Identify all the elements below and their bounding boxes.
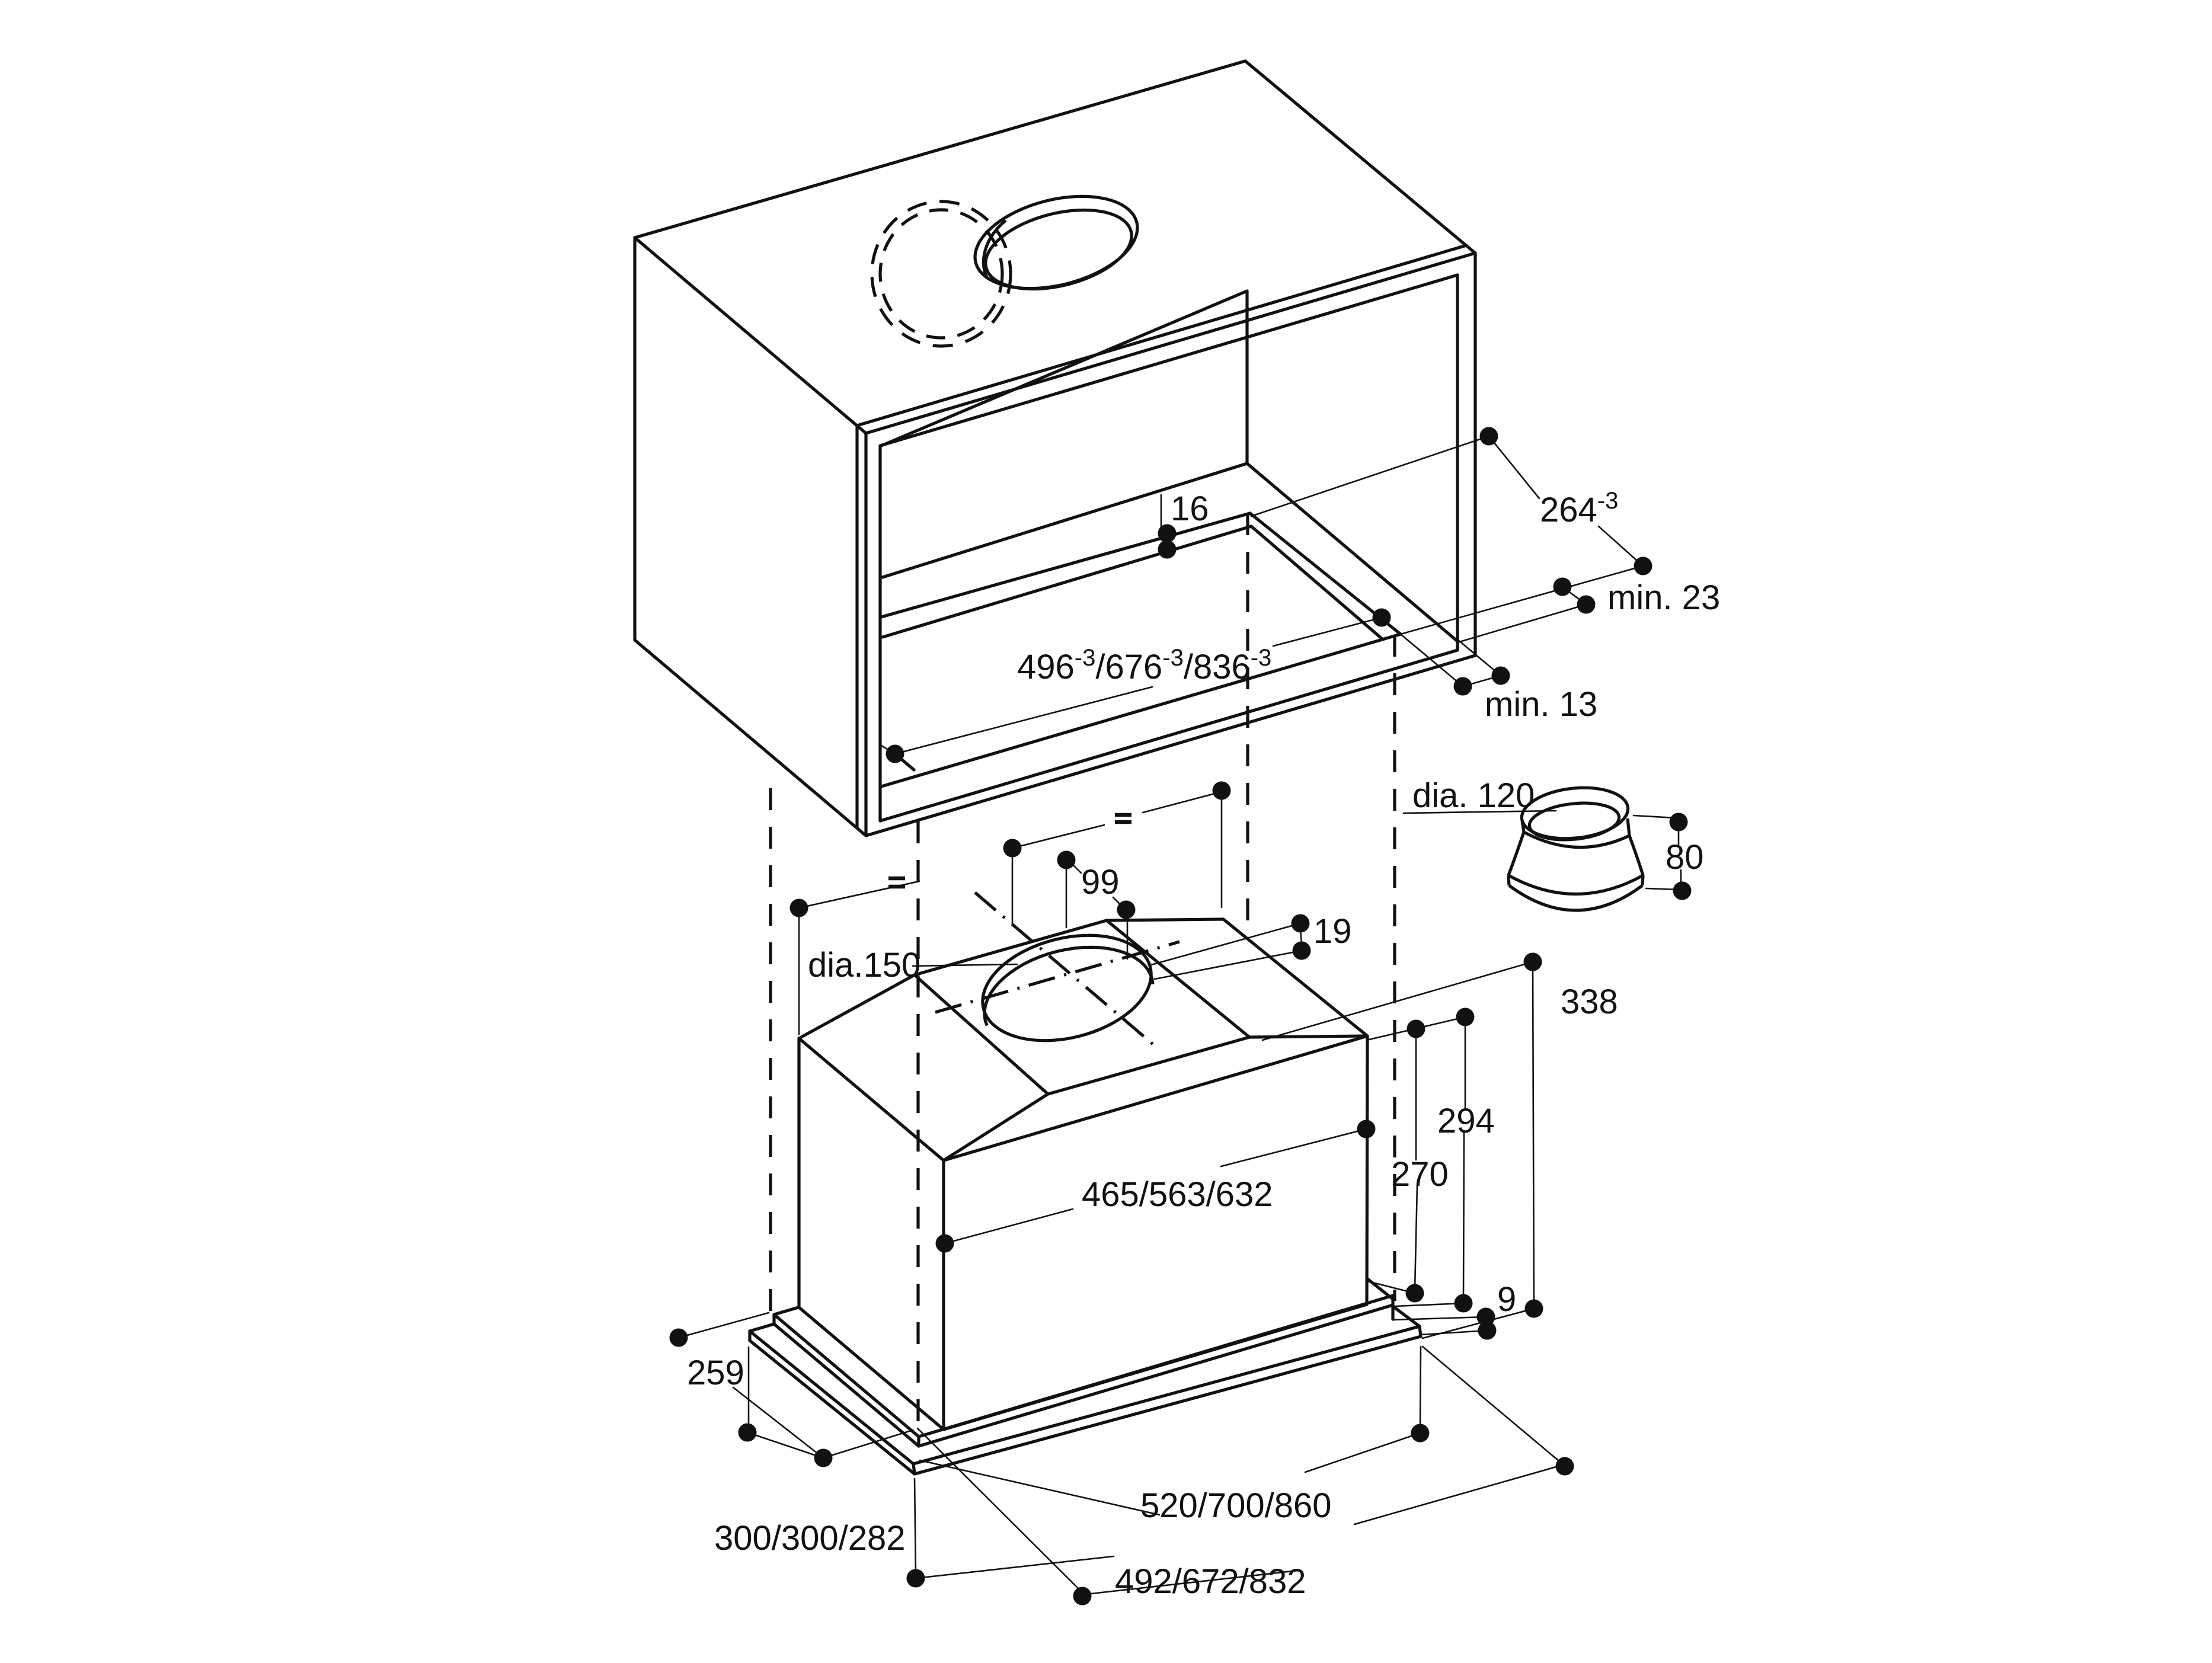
svg-text:99: 99 bbox=[1081, 863, 1120, 901]
svg-text:min. 13: min. 13 bbox=[1485, 685, 1597, 724]
svg-text:465/563/632: 465/563/632 bbox=[1082, 1175, 1273, 1214]
svg-text:dia. 120: dia. 120 bbox=[1412, 776, 1535, 815]
svg-text:16: 16 bbox=[1171, 490, 1209, 528]
svg-text:300/300/282: 300/300/282 bbox=[714, 1519, 906, 1558]
svg-text:19: 19 bbox=[1313, 912, 1352, 951]
svg-text:min. 23: min. 23 bbox=[1607, 578, 1720, 617]
svg-text:259: 259 bbox=[687, 1354, 744, 1392]
svg-text:270: 270 bbox=[1391, 1155, 1449, 1194]
svg-text:338: 338 bbox=[1561, 983, 1618, 1021]
svg-text:492/672/832: 492/672/832 bbox=[1115, 1562, 1306, 1601]
svg-text:80: 80 bbox=[1666, 838, 1704, 877]
svg-text:294: 294 bbox=[1437, 1102, 1495, 1140]
svg-text:dia.150: dia.150 bbox=[808, 946, 920, 984]
svg-text:9: 9 bbox=[1497, 1280, 1516, 1319]
svg-text:496-3/676-3/836-3: 496-3/676-3/836-3 bbox=[1017, 645, 1271, 686]
svg-text:520/700/860: 520/700/860 bbox=[1140, 1486, 1332, 1525]
